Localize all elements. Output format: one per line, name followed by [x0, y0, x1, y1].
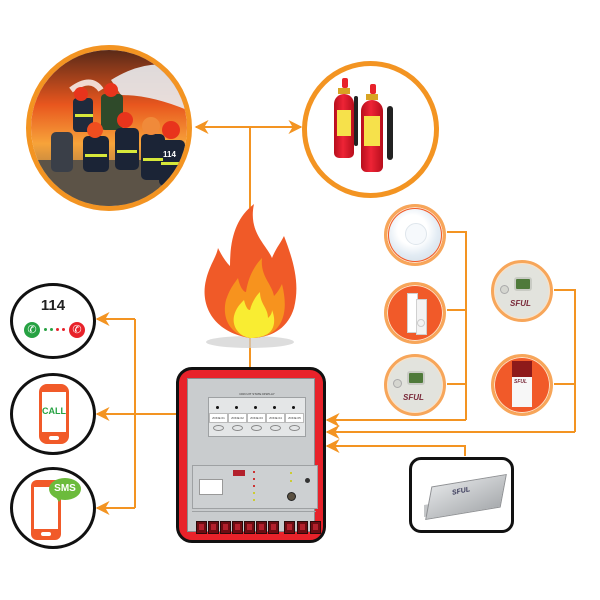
gas-detector-icon: SFUL [387, 357, 443, 413]
zone-label: ZONE 05 [285, 413, 304, 423]
zone-switch[interactable] [268, 521, 279, 534]
zone-indicator: ZONE 04 [266, 404, 285, 434]
zone-label: ZONE 01 [209, 413, 228, 423]
display-title: CIRCUIT STATE DISPLAY [239, 392, 275, 396]
emergency-call-circle: 114 ✆ ✆ [10, 283, 96, 359]
zone-switch[interactable] [244, 521, 255, 534]
zone-switch[interactable] [196, 521, 207, 534]
indicator-section [192, 465, 318, 509]
sms-bubble-icon: SMS [49, 478, 81, 500]
gas-detector-circle-2: SFUL [491, 260, 553, 322]
gsm-module-icon: SFUL [422, 474, 507, 520]
brand-label: SFUL [514, 379, 528, 385]
flame-icon [204, 204, 297, 348]
lcd-display [407, 371, 425, 385]
gsm-module-box: SFUL [409, 457, 514, 533]
wire-smoke [447, 231, 467, 420]
firefighter-badge: 114 [163, 150, 176, 159]
circuit-state-display: CIRCUIT STATE DISPLAY ZONE 01 ZONE 02 ZO… [208, 392, 306, 437]
brand-label: SFUL [510, 299, 531, 308]
wire-gateway [325, 439, 466, 456]
key-switch[interactable] [287, 492, 296, 501]
zone-label: ZONE 04 [266, 413, 285, 423]
zone-indicator: ZONE 03 [247, 404, 266, 434]
gas-detector-icon: SFUL [494, 263, 550, 319]
smartphone-icon: CALL [39, 384, 69, 444]
sms-alert-circle: SMS [10, 467, 96, 549]
call-label: CALL [42, 406, 66, 416]
zone-switch[interactable] [220, 521, 231, 534]
fire-led-display [233, 470, 245, 476]
zone-switch[interactable] [256, 521, 267, 534]
fire-alarm-control-panel: CIRCUIT STATE DISPLAY ZONE 01 ZONE 02 ZO… [176, 367, 326, 543]
smoke-detector-icon [389, 209, 441, 261]
zone-switch[interactable] [208, 521, 219, 534]
zone-indicator: ZONE 05 [285, 404, 304, 434]
siren-strobe-icon: SFUL [494, 357, 550, 413]
firefighters-circle: 114 [26, 45, 192, 211]
zone-indicator: ZONE 01 [209, 404, 228, 434]
phone-call-hangup-icon: ✆ ✆ [21, 322, 89, 338]
siren-strobe-circle: SFUL [491, 354, 553, 416]
gas-detector-circle-1: SFUL [384, 354, 446, 416]
extinguishers-circle [302, 61, 439, 198]
call-hangup-icon: ✆ [69, 322, 85, 338]
zone-label: ZONE 03 [247, 413, 266, 423]
zone-indicator: ZONE 02 [228, 404, 247, 434]
wire-gas2 [554, 289, 576, 432]
door-sensor-icon [387, 285, 443, 341]
reset-switch[interactable] [284, 521, 295, 534]
door-sensor-circle [384, 282, 446, 344]
call-accept-icon: ✆ [24, 322, 40, 338]
lcd-display [514, 277, 532, 291]
smoke-detector-circle [384, 204, 446, 266]
sms-phone-icon [31, 480, 61, 540]
sms-label: SMS [54, 483, 76, 494]
zone-label: ZONE 02 [228, 413, 247, 423]
firefighters-photo: 114 [31, 50, 187, 206]
control-panel-face: CIRCUIT STATE DISPLAY ZONE 01 ZONE 02 ZO… [187, 378, 321, 534]
power-switch[interactable] [310, 521, 321, 534]
emergency-number: 114 [40, 297, 66, 314]
fire-extinguisher-icon [307, 66, 434, 193]
silence-switch[interactable] [297, 521, 308, 534]
zone-switch[interactable] [232, 521, 243, 534]
brand-label: SFUL [403, 393, 424, 402]
phone-call-circle: CALL [10, 373, 96, 455]
voltage-display [199, 479, 223, 495]
switch-row [192, 511, 316, 536]
